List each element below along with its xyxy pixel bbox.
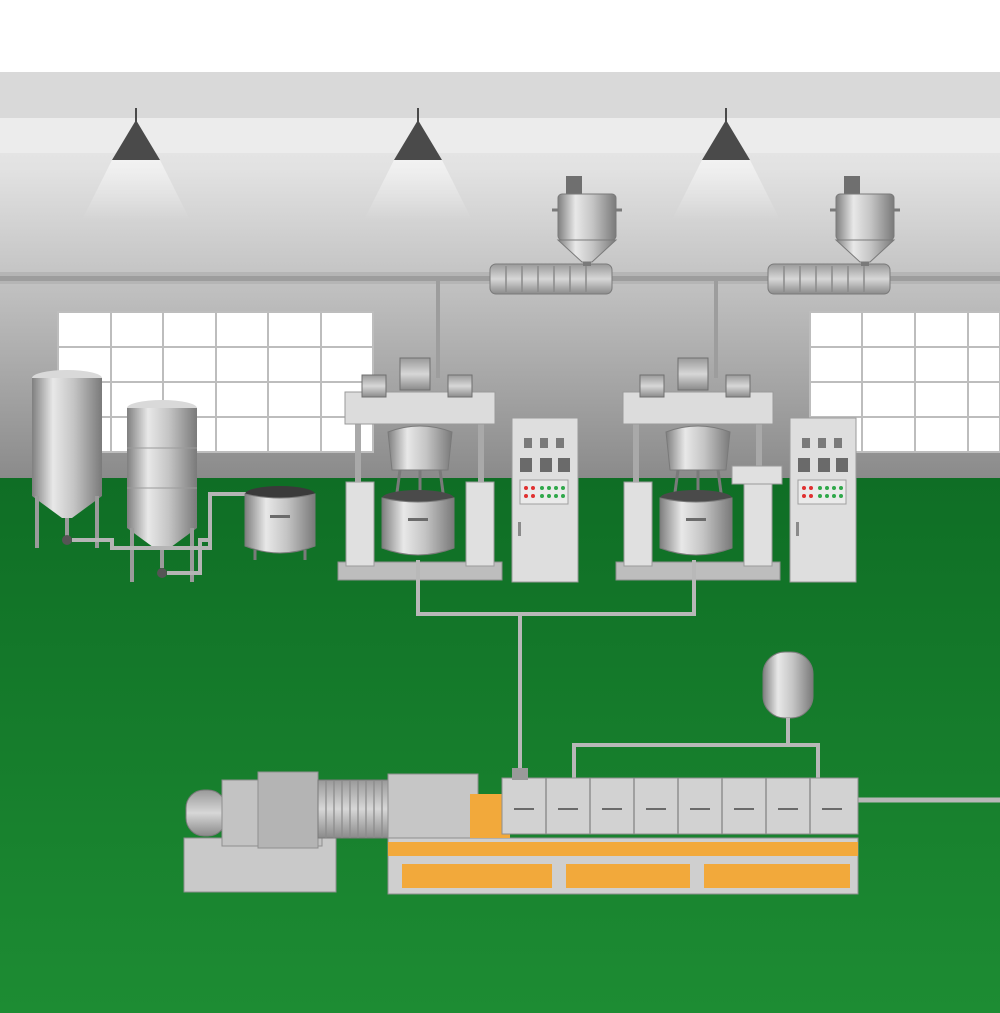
planetary-mixer-2 (615, 357, 783, 581)
open-vessel (244, 486, 316, 560)
tank-piping (72, 492, 246, 575)
control-cabinet-1 (511, 417, 579, 583)
control-cabinet-2 (789, 417, 857, 583)
ceiling-lamp-icon (82, 108, 190, 220)
overhead-feed-line (0, 176, 1000, 378)
motor-fins (317, 779, 391, 839)
left-window (57, 311, 374, 453)
ceiling-lamps (82, 108, 780, 220)
storage-tank-2 (127, 400, 197, 582)
hopper-right (830, 176, 900, 266)
barrel-zones (501, 777, 859, 835)
hopper-left (552, 176, 622, 266)
storage-tank-1 (32, 370, 102, 548)
twin-screw-extruder (183, 768, 1000, 895)
screw-conveyor-right (767, 263, 891, 295)
ceiling-lamp-icon (672, 108, 780, 220)
screw-conveyor-left (489, 263, 613, 295)
transfer-piping (416, 560, 696, 770)
ceiling-lamp-icon (364, 108, 472, 220)
pressure-vessel (572, 651, 820, 778)
